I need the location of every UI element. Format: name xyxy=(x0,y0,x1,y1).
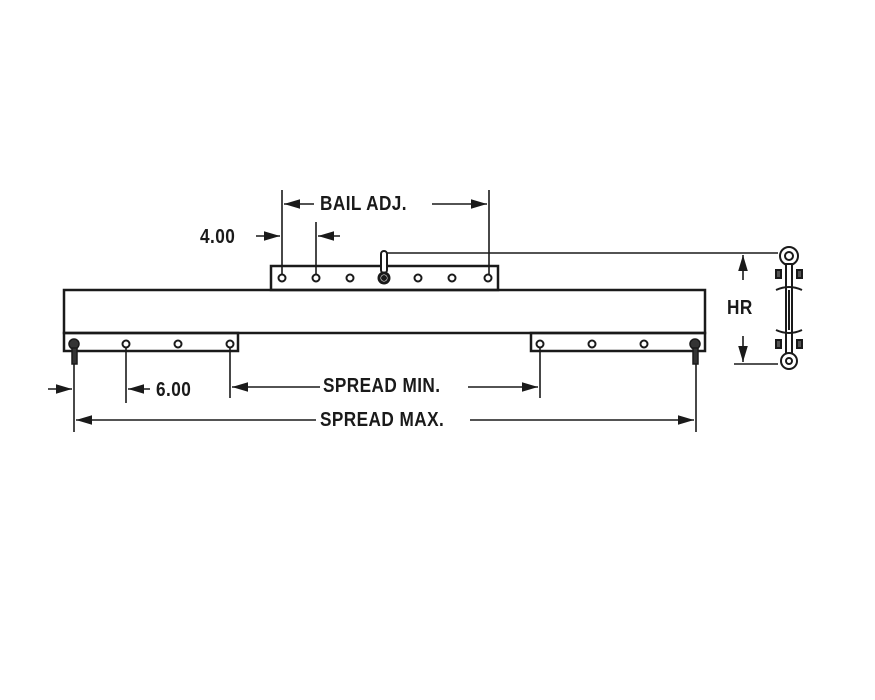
right-end-plate xyxy=(529,331,707,353)
bail-spacing-label: 4.00 xyxy=(200,226,236,248)
spread-min-label: SPREAD MIN. xyxy=(323,375,441,397)
spread-max-label: SPREAD MAX. xyxy=(320,409,445,431)
bail-adj-label: BAIL ADJ. xyxy=(320,193,408,215)
main-beam xyxy=(62,288,707,335)
hook-assembly-icon xyxy=(775,246,803,370)
spacing-label: 6.00 xyxy=(156,379,192,401)
bail-pin-icon xyxy=(377,250,391,285)
left-shackle-icon xyxy=(68,338,80,365)
end-plate-holes xyxy=(121,339,649,349)
bail-plate-holes xyxy=(277,273,493,283)
left-end-plate xyxy=(62,331,240,353)
hr-label: HR xyxy=(727,297,753,319)
right-shackle-icon xyxy=(689,338,701,365)
